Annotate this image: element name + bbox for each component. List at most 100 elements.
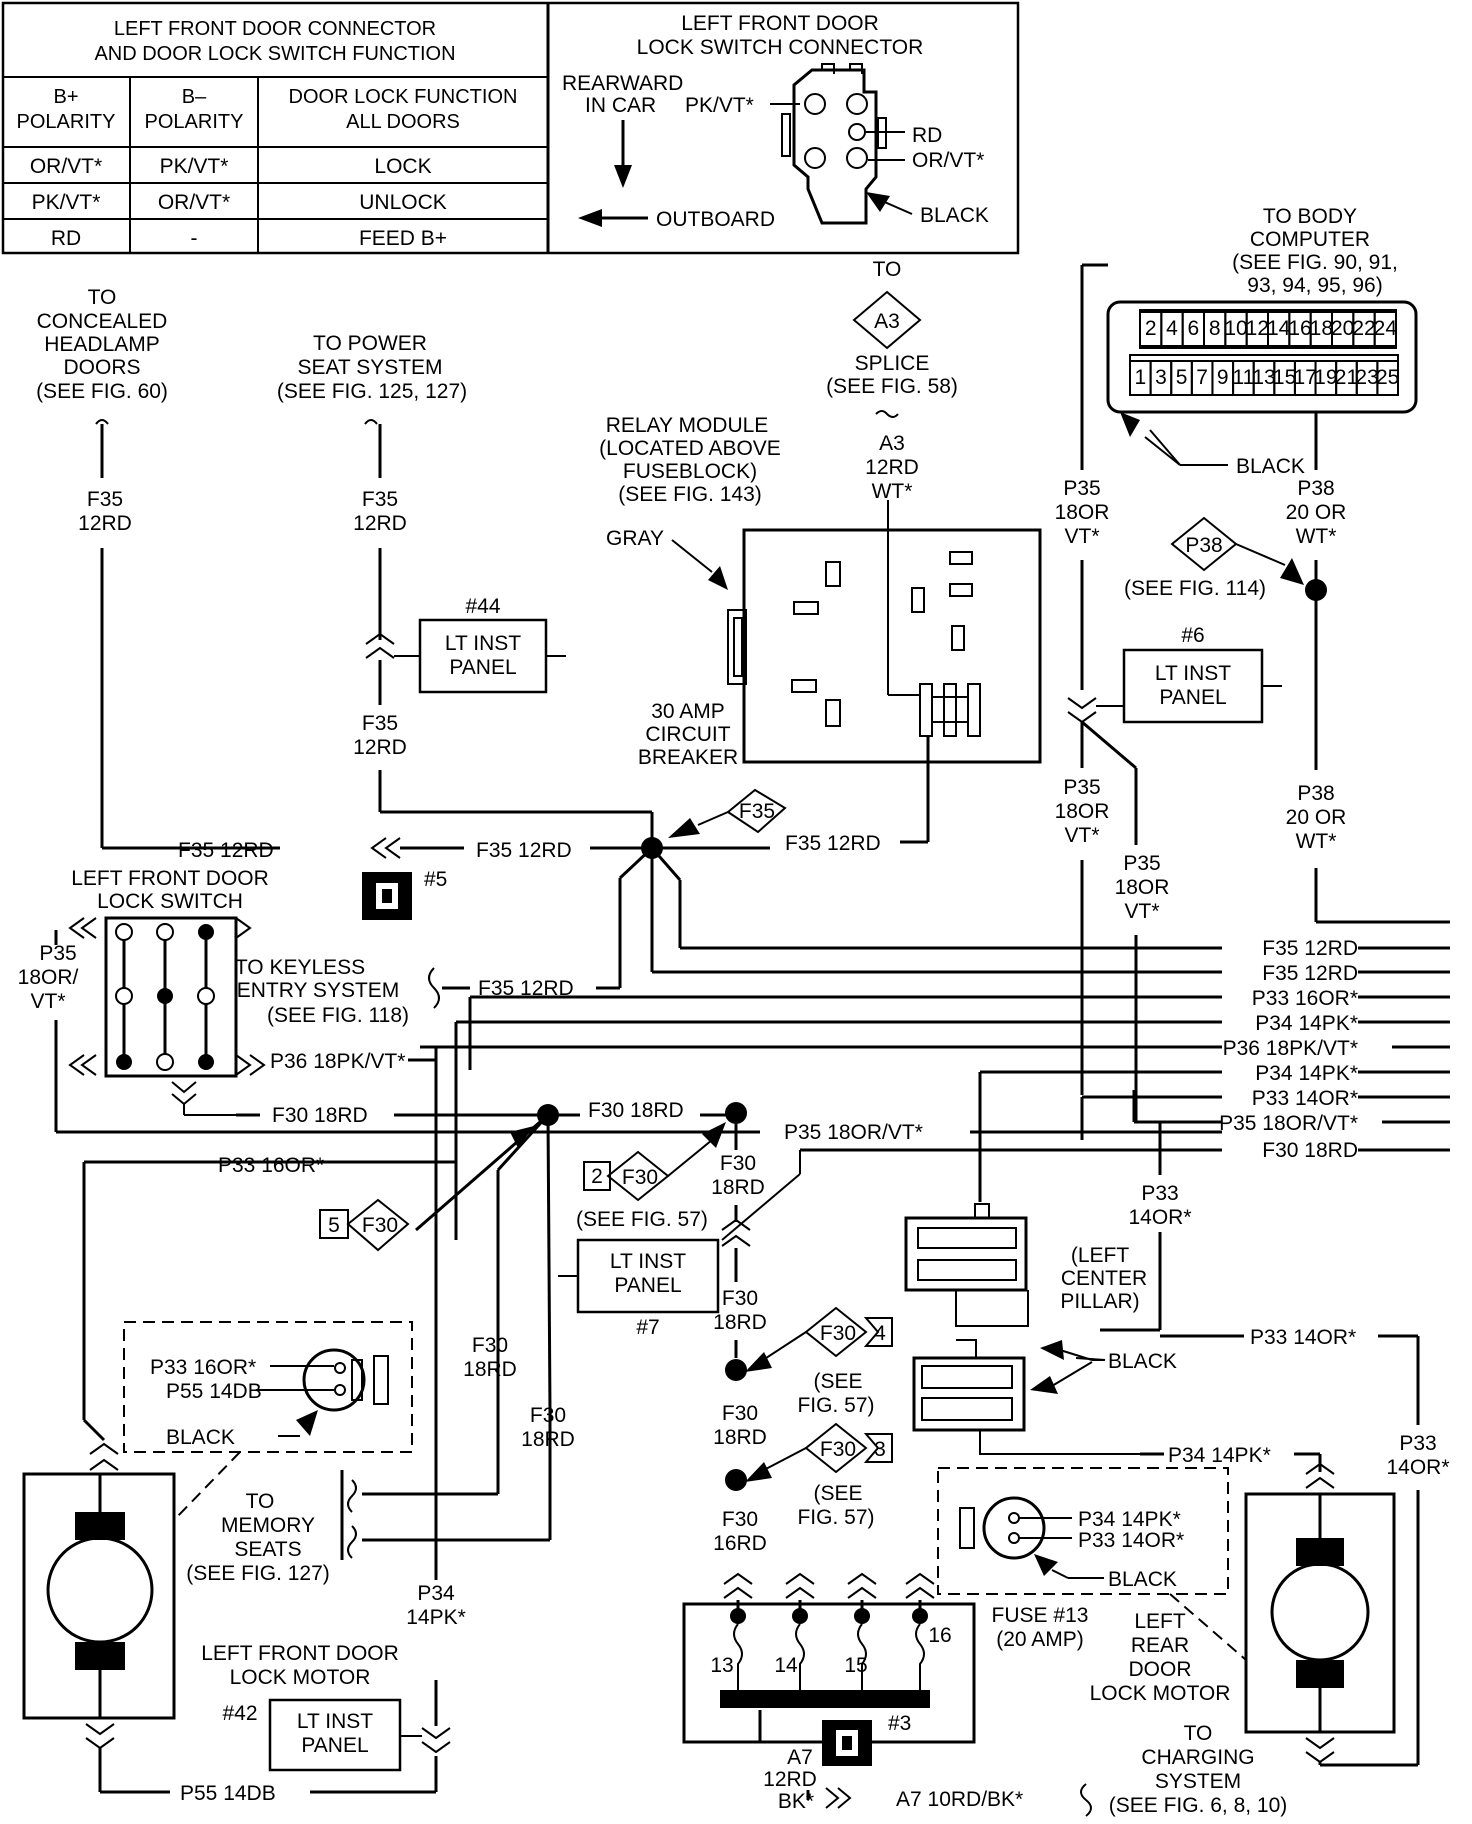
wire-label: 18RD — [711, 1176, 765, 1199]
fuse-terminal — [792, 1608, 808, 1624]
body-computer-label: TO BODY — [1263, 205, 1357, 228]
body-computer-label: (SEE FIG. 90, 91, — [1232, 251, 1398, 274]
pillar-label: (LEFT — [1071, 1244, 1130, 1267]
col-function-1: DOOR LOCK FUNCTION — [289, 86, 518, 108]
fuses — [723, 1572, 935, 1690]
pin-number: 22 — [1352, 317, 1375, 340]
fuse-element — [857, 1623, 867, 1690]
black-label: BLACK — [166, 1426, 235, 1449]
wire-label: 18OR — [1055, 501, 1110, 524]
pin-number: 9 — [1217, 366, 1229, 389]
wire-label: F30 18RD — [272, 1104, 368, 1127]
wire-label: 14OR* — [1128, 1206, 1191, 1229]
wire-label: VT* — [1064, 824, 1099, 847]
splice-id: A3 — [874, 310, 900, 333]
wire-label: A7 — [787, 1746, 813, 1769]
breaker-label: 30 AMP — [651, 700, 725, 723]
wire-label: F30 — [720, 1152, 756, 1175]
pin-number: 8 — [1209, 317, 1221, 340]
table-title-2: AND DOOR LOCK SWITCH FUNCTION — [94, 43, 455, 65]
breaker-label: CIRCUIT — [645, 723, 730, 746]
ref-label: CONCEALED — [37, 310, 168, 333]
panel-label: LT INST — [1155, 662, 1231, 685]
arrow-icon — [1030, 1376, 1058, 1394]
ref-label: (SEE FIG. 6, 8, 10) — [1109, 1794, 1288, 1817]
wire-label: 18OR/ — [18, 966, 79, 989]
panel-label: PANEL — [301, 1734, 368, 1757]
relay-label: (LOCATED ABOVE — [599, 437, 781, 460]
wire-label: P33 — [1141, 1182, 1178, 1205]
ref-label: (SEE — [813, 1482, 862, 1505]
fuse-terminal-icon — [723, 1572, 753, 1599]
pin-number: 18 — [1310, 317, 1333, 340]
fuse-element — [915, 1623, 925, 1690]
table-cell: FEED B+ — [359, 227, 447, 250]
motor-label: LEFT FRONT DOOR — [201, 1642, 399, 1665]
splice-ref: 3 — [874, 1438, 886, 1461]
relay-label: (SEE FIG. 143) — [618, 483, 762, 506]
ref-label: MEMORY — [221, 1514, 315, 1537]
wire-label: 14OR* — [1386, 1456, 1449, 1479]
arrow-icon — [1280, 558, 1304, 585]
arrow-icon — [510, 1126, 534, 1148]
wire-label: 12RD — [865, 456, 919, 479]
col-bminus-1: B– — [182, 86, 207, 108]
pillar-label: CENTER — [1061, 1267, 1147, 1290]
panel-label: LT INST — [445, 632, 521, 655]
ref-label: FIG. 57) — [797, 1506, 874, 1529]
wire-label: F30 — [722, 1287, 758, 1310]
panel-label: PANEL — [614, 1274, 681, 1297]
splice-ref: 2 — [591, 1165, 603, 1188]
wire-label: 18RD — [713, 1311, 767, 1334]
panel-number: #44 — [465, 595, 500, 618]
splice-label: SPLICE — [855, 352, 930, 375]
harness-wire-label: F35 12RD — [1262, 962, 1358, 985]
bc-black-label: BLACK — [1236, 455, 1305, 478]
fuse-terminal — [854, 1608, 870, 1624]
harness-wire-label: F30 18RD — [1262, 1139, 1358, 1162]
ref-label: (SEE FIG. 127) — [186, 1562, 330, 1585]
arrow-icon — [702, 1122, 726, 1148]
rd-label: RD — [912, 124, 942, 147]
pin-number: 19 — [1314, 366, 1337, 389]
ref-label: SYSTEM — [1155, 1770, 1241, 1793]
pin-number: 10 — [1224, 317, 1247, 340]
rear-motor-connector: P34 14PK* P33 14OR* BLACK — [937, 1467, 1247, 1661]
pkvt-label: PK/VT* — [685, 94, 754, 117]
fuse-number: 13 — [710, 1654, 733, 1677]
splice-id: F30 — [820, 1322, 856, 1345]
wire-label: 14PK* — [406, 1606, 466, 1629]
col-bplus-2: POLARITY — [17, 111, 116, 133]
ref-label: TO POWER — [313, 332, 427, 355]
harness-wire-label: P36 18PK/VT* — [1223, 1037, 1358, 1060]
harness-wire-label: P33 14OR* — [1252, 1087, 1358, 1110]
left-rear-door-lock-motor: LEFT REAR DOOR LOCK MOTOR — [1090, 1462, 1396, 1765]
arrow-icon — [745, 1462, 772, 1482]
table-cell: RD — [51, 227, 81, 250]
table-cell: PK/VT* — [32, 191, 101, 214]
wire-label: F35 12RD — [478, 977, 574, 1000]
table-cell: PK/VT* — [160, 155, 229, 178]
connector-number: #5 — [424, 868, 447, 891]
ref-label: SEATS — [234, 1538, 301, 1561]
connector-title-1: LEFT FRONT DOOR — [681, 12, 879, 35]
fuse-block: 13 14 15 16 FUSE #13 (20 AMP) A7 12RD BK… — [682, 1572, 1288, 1817]
headlamp-doors-ref: TO CONCEALED HEADLAMP DOORS (SEE FIG. 60… — [36, 286, 168, 403]
fuse-label: FUSE #13 — [992, 1604, 1089, 1627]
fuse-label: (20 AMP) — [996, 1628, 1084, 1651]
splice-id: P38 — [1185, 534, 1222, 557]
left-front-door-lock-motor: P55 14DB P34 14PK* LEFT FRONT DOOR LOCK … — [22, 1418, 466, 1805]
ref-label: (SEE FIG. 114) — [1124, 577, 1266, 600]
wire-label: 16RD — [713, 1532, 767, 1555]
body-computer-label: 93, 94, 95, 96) — [1247, 274, 1382, 297]
wire-label: F35 12RD — [178, 839, 274, 862]
table-title-1: LEFT FRONT DOOR CONNECTOR — [114, 18, 436, 40]
wire-label: P55 14DB — [166, 1380, 262, 1403]
wire-label: P35 — [1123, 852, 1160, 875]
splice-ref: 5 — [328, 1214, 340, 1237]
wire-label: P35 — [1063, 776, 1100, 799]
harness-wire-label: P34 14PK* — [1255, 1062, 1358, 1085]
pillar-label: PILLAR) — [1060, 1290, 1139, 1313]
